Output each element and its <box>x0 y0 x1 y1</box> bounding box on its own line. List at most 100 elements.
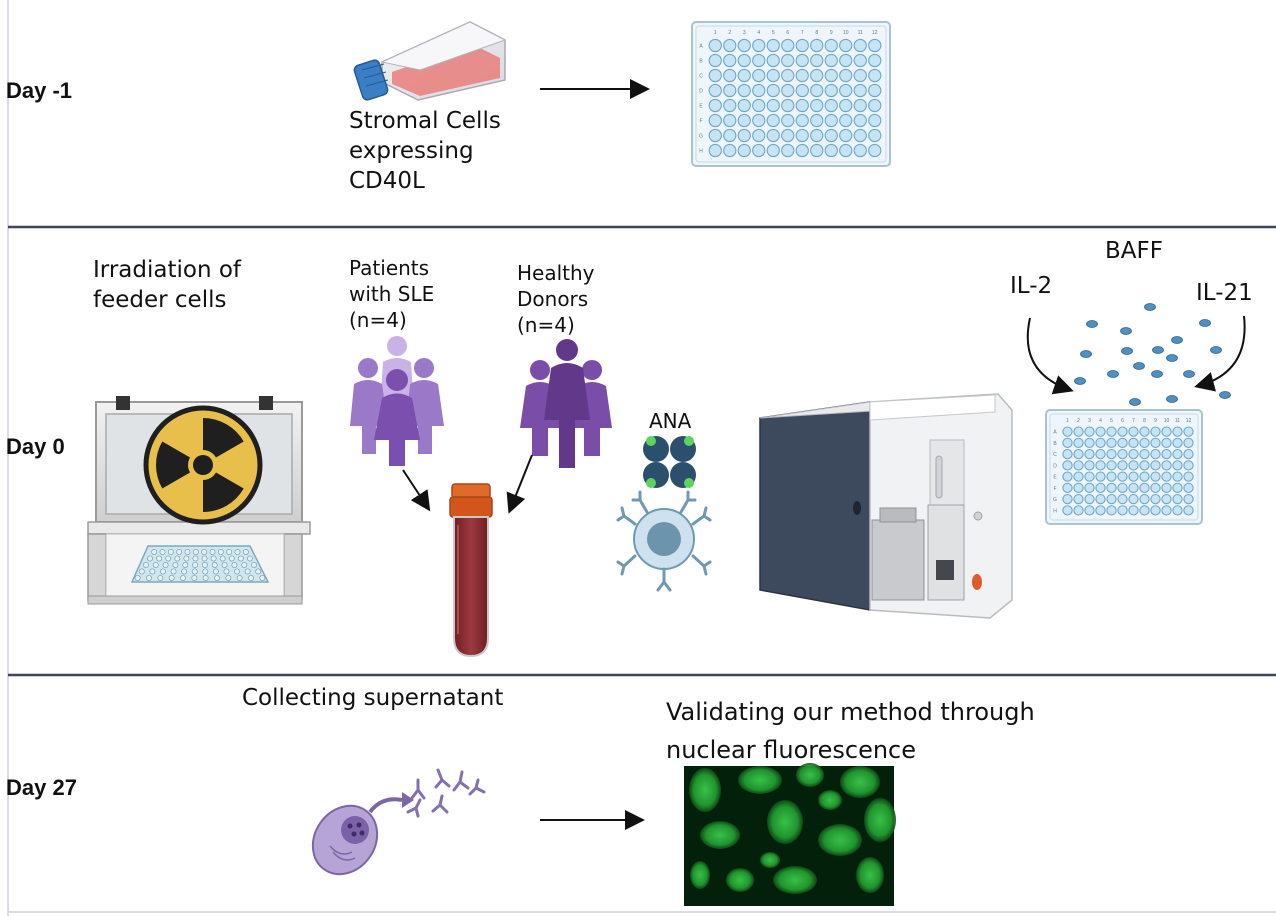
plate-well <box>708 83 722 98</box>
mini-plate-well <box>202 568 209 575</box>
plate-well <box>1106 493 1117 505</box>
plate-well <box>1073 482 1084 494</box>
stromal-cells-label: Stromal Cells expressing CD40L <box>349 108 501 194</box>
plate-well <box>1073 493 1084 505</box>
mini-plate-well <box>211 562 218 569</box>
plate-well <box>824 128 838 143</box>
plate-well <box>795 113 809 128</box>
plate-well <box>766 128 780 143</box>
mini-plate-well <box>209 549 216 556</box>
plate-column-number: 12 <box>1186 418 1192 424</box>
plate-well <box>1084 471 1095 482</box>
cytokine-particles <box>1074 303 1231 406</box>
plate-well <box>723 113 737 128</box>
plate-well <box>708 68 722 83</box>
plate-well <box>752 83 766 98</box>
plate-well <box>839 83 853 98</box>
mini-plate-well <box>176 549 183 556</box>
plate-column-number: 3 <box>1088 418 1091 424</box>
mini-plate-well <box>236 575 243 582</box>
cytokine-particle <box>1183 370 1195 378</box>
plate-row-letter: F <box>1053 486 1056 492</box>
plate-well <box>795 53 809 68</box>
mini-plate-well <box>145 575 152 582</box>
plate-column-number: 8 <box>1143 418 1146 424</box>
plate-well <box>1161 426 1172 437</box>
cytokine-particle <box>1199 319 1211 327</box>
mini-plate-well <box>152 562 159 569</box>
fluorescent-nucleus <box>690 861 710 889</box>
plate-well <box>868 128 882 143</box>
mini-plate-well <box>167 549 174 556</box>
donors-group-icon <box>520 339 612 468</box>
plate-column-number: 11 <box>1175 418 1180 424</box>
plate-well <box>781 83 795 98</box>
day-label-0: Day 0 <box>6 434 65 459</box>
mini-plate-well <box>192 555 199 562</box>
plate-well <box>1117 460 1128 471</box>
mini-plate-well <box>168 575 175 582</box>
plate-column-number: 10 <box>843 30 849 36</box>
plate-well <box>824 83 838 98</box>
donors-label: Healthy Donors (n=4) <box>517 261 595 337</box>
mini-plate-well <box>149 568 156 575</box>
mini-plate-well <box>234 568 241 575</box>
plate-well <box>1139 437 1150 449</box>
plate-well <box>824 143 838 158</box>
plate-row-letter: A <box>699 44 703 50</box>
mini-plate-well <box>231 562 238 569</box>
day-label-minus-1: Day -1 <box>6 78 73 103</box>
plate-row-letter: G <box>1053 497 1057 503</box>
mini-plate-well <box>134 575 141 582</box>
plate-well <box>766 38 780 53</box>
cytokine-particle <box>1133 362 1145 370</box>
mini-plate-well <box>212 568 219 575</box>
plate-column-number: 8 <box>815 30 818 36</box>
plate-well <box>1183 493 1194 505</box>
collecting-supernatant-label: Collecting supernatant <box>242 685 504 711</box>
plate-well <box>737 38 751 53</box>
patients-label: Patients with SLE (n=4) <box>349 256 435 332</box>
plate-well <box>752 53 766 68</box>
plate-well <box>839 143 853 158</box>
mini-plate-well <box>191 568 198 575</box>
plate-well <box>723 38 737 53</box>
plate-well <box>853 113 867 128</box>
plate-column-number: 7 <box>1132 418 1135 424</box>
mini-plate-well <box>225 575 232 582</box>
plate-well <box>1117 482 1128 494</box>
plate-row-letter: G <box>699 134 703 140</box>
ana-complex-icon <box>643 436 696 488</box>
mini-plate-well <box>210 555 217 562</box>
fluorescent-nucleus <box>796 763 824 787</box>
plate-well <box>1062 493 1073 505</box>
plate-well <box>1183 426 1194 437</box>
plate-row-letter: B <box>699 59 703 65</box>
mini-plate-well <box>226 549 233 556</box>
mini-plate-well <box>165 555 172 562</box>
plate-column-number: 5 <box>772 30 775 36</box>
plate-row-letter: A <box>1053 430 1057 436</box>
mini-plate-well <box>138 568 145 575</box>
plate-well <box>1128 437 1139 449</box>
mini-plate-well <box>202 575 209 582</box>
plate-column-number: 3 <box>743 30 746 36</box>
plate-column-number: 2 <box>1077 418 1080 424</box>
plate-well <box>1117 437 1128 449</box>
plate-well <box>781 143 795 158</box>
plate-well <box>1139 426 1150 437</box>
plate-well <box>810 98 824 113</box>
plate-well <box>708 143 722 158</box>
cytokine-particle <box>1210 346 1222 354</box>
plate-well <box>1150 426 1161 437</box>
mini-plate-well <box>184 549 191 556</box>
mini-plate-well <box>241 562 248 569</box>
plate-well <box>1172 482 1183 494</box>
plate-well <box>708 113 722 128</box>
plate-well <box>1117 493 1128 505</box>
plate-well <box>781 38 795 53</box>
plate-well <box>752 38 766 53</box>
plate-well <box>1128 471 1139 482</box>
mini-plate-well <box>221 562 228 569</box>
plate-well <box>1150 471 1161 482</box>
